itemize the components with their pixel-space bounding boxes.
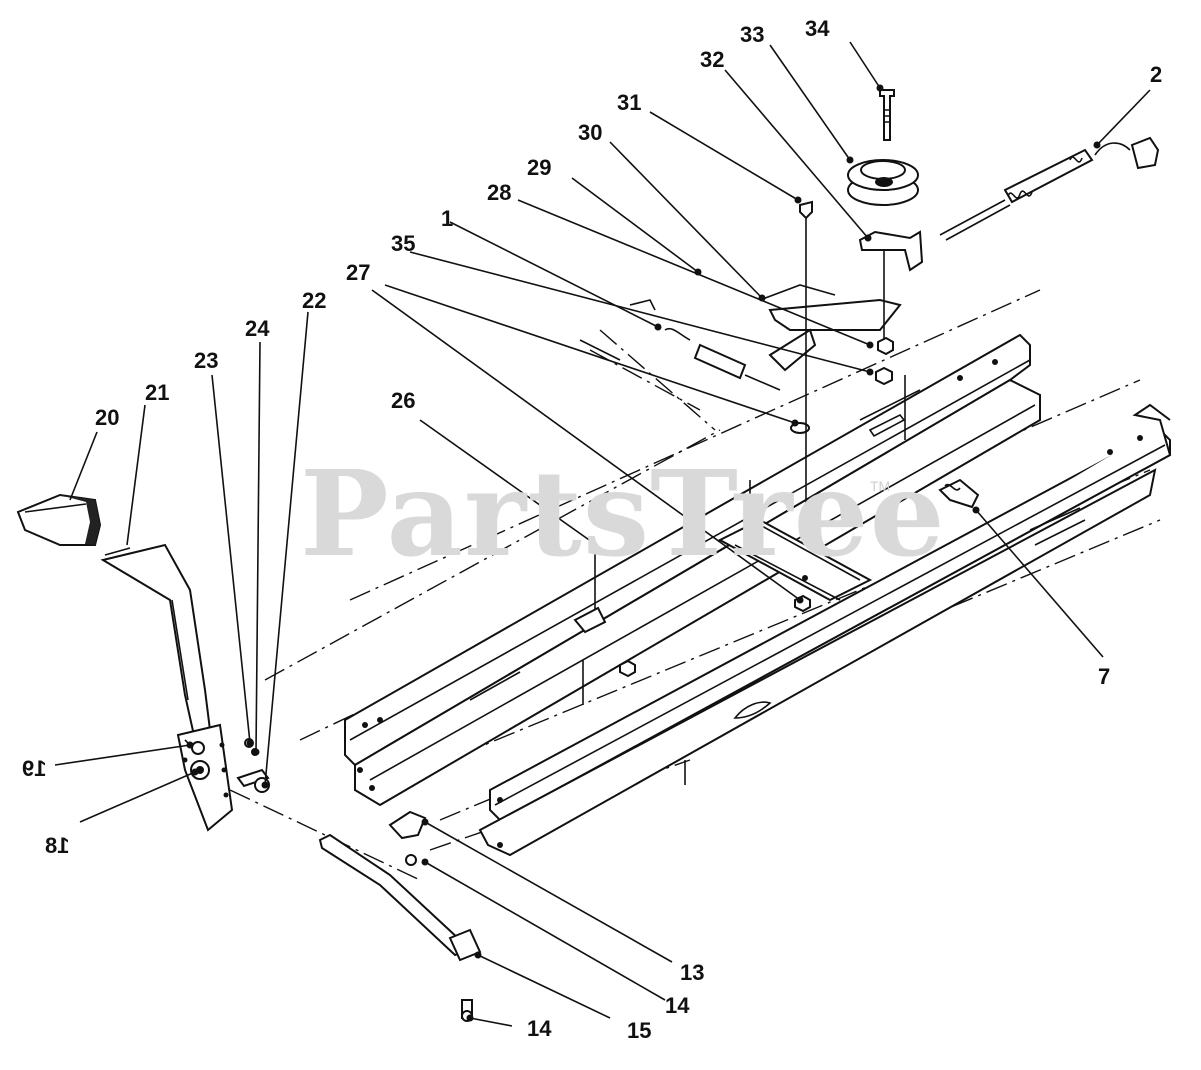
tension-spring-rod[interactable] xyxy=(939,136,1160,241)
idler-bracket[interactable] xyxy=(759,230,924,372)
rod-clip[interactable] xyxy=(388,810,427,866)
callout-23[interactable]: 23 xyxy=(194,348,219,373)
callout-32[interactable]: 32 xyxy=(700,47,725,72)
callout-31[interactable]: 31 xyxy=(617,90,642,115)
callout-34[interactable]: 34 xyxy=(805,16,830,41)
callout-26[interactable]: 26 xyxy=(391,388,416,413)
callout-20[interactable]: 20 xyxy=(95,405,120,430)
pedal-arm[interactable] xyxy=(100,543,212,742)
callout-14-upper[interactable]: 14 xyxy=(665,993,690,1018)
callout-13[interactable]: 13 xyxy=(680,960,705,985)
extension-spring[interactable] xyxy=(579,299,781,391)
callout-19[interactable]: 19 xyxy=(22,756,47,781)
spring-end[interactable] xyxy=(938,478,980,509)
callout-15[interactable]: 15 xyxy=(627,1018,652,1043)
callout-35[interactable]: 35 xyxy=(391,231,416,256)
callout-2[interactable]: 2 xyxy=(1150,62,1163,87)
callout-28[interactable]: 28 xyxy=(487,180,512,205)
control-rod[interactable] xyxy=(318,833,482,962)
callout-21[interactable]: 21 xyxy=(145,380,170,405)
callout-29[interactable]: 29 xyxy=(527,155,552,180)
callout-18[interactable]: 18 xyxy=(45,833,70,858)
callout-7[interactable]: 7 xyxy=(1098,664,1111,689)
callout-33[interactable]: 33 xyxy=(740,22,765,47)
callout-14-lower[interactable]: 14 xyxy=(527,1016,552,1041)
idler-pulley[interactable] xyxy=(847,159,919,206)
callout-1[interactable]: 1 xyxy=(441,206,454,231)
pulley-bolt[interactable] xyxy=(879,89,895,141)
callout-30[interactable]: 30 xyxy=(578,120,603,145)
callout-24[interactable]: 24 xyxy=(245,316,270,341)
lower-frame-rail[interactable] xyxy=(478,403,1172,857)
callout-22[interactable]: 22 xyxy=(302,288,327,313)
pedal-pad[interactable] xyxy=(16,493,102,546)
upper-frame-rail[interactable] xyxy=(344,333,1041,807)
trademark-mark: TM xyxy=(870,478,891,494)
pedal-bracket[interactable] xyxy=(176,723,234,832)
callout-27[interactable]: 27 xyxy=(346,260,371,285)
cross-member[interactable] xyxy=(717,518,873,602)
leader-lines xyxy=(54,41,1151,1027)
